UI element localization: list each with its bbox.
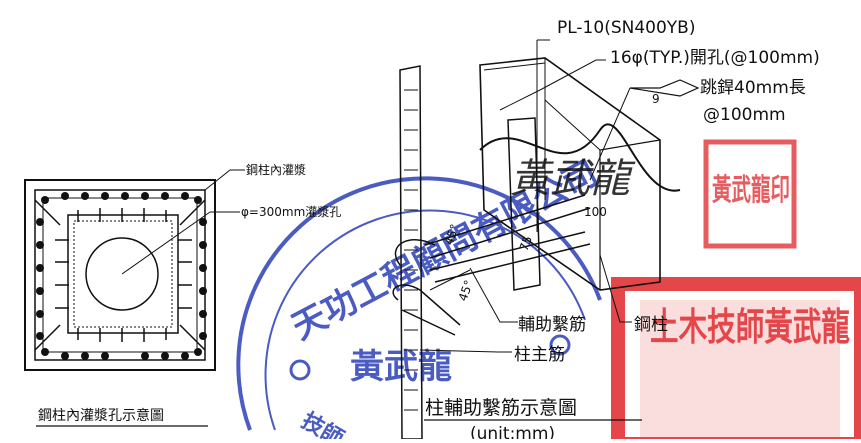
red-seal-large-text: 土木技師黃武龍 (650, 305, 850, 349)
hole-label: 16φ(TYP.)開孔(@100mm) (610, 48, 820, 68)
signature-stroke (479, 123, 681, 192)
blue-seal-role: 技師 (297, 408, 348, 439)
grout-hole-section (24, 169, 245, 371)
angle-1: 45° (442, 222, 462, 247)
dim-100: 100 (584, 205, 607, 219)
weld-size: 9 (652, 92, 660, 106)
plate-label: PL-10(SN400YB) (557, 18, 695, 38)
aux-tie-bar (424, 194, 591, 259)
blue-seal-flower-icon (549, 334, 571, 356)
red-seal-large: 土木技師黃武龍 (611, 277, 861, 443)
dim-75: 75 (517, 234, 535, 253)
unit-label: (unit:mm) (470, 424, 555, 439)
steel-column-web (507, 117, 541, 291)
signature: 黃武龍 (510, 156, 636, 202)
weld-spacing: @100mm (703, 105, 786, 125)
right-title: 柱輔助繫筋示意圖 (425, 397, 577, 419)
main-bars (36, 192, 207, 360)
aux-ties (34, 199, 206, 351)
blue-seal-flower-icon (289, 359, 311, 381)
angle-2: 45° (456, 278, 476, 303)
steel-col-label: 鋼柱 (634, 315, 668, 335)
label-grout: 鋼柱內灌漿 (246, 162, 306, 177)
label-grout-hole: φ=300mm灌漿孔 (241, 204, 341, 219)
red-seal-small: 黃武龍印 (703, 139, 797, 249)
red-seal-small-text: 黃武龍印 (712, 173, 790, 208)
left-title: 鋼柱內灌漿孔示意圖 (38, 407, 164, 424)
aux-tie-label: 輔助繫筋 (518, 315, 586, 335)
weld-label: 跳銲40mm長 (700, 78, 806, 98)
main-bar-label: 柱主筋 (514, 345, 565, 365)
aux-tie-isometric (392, 39, 700, 440)
